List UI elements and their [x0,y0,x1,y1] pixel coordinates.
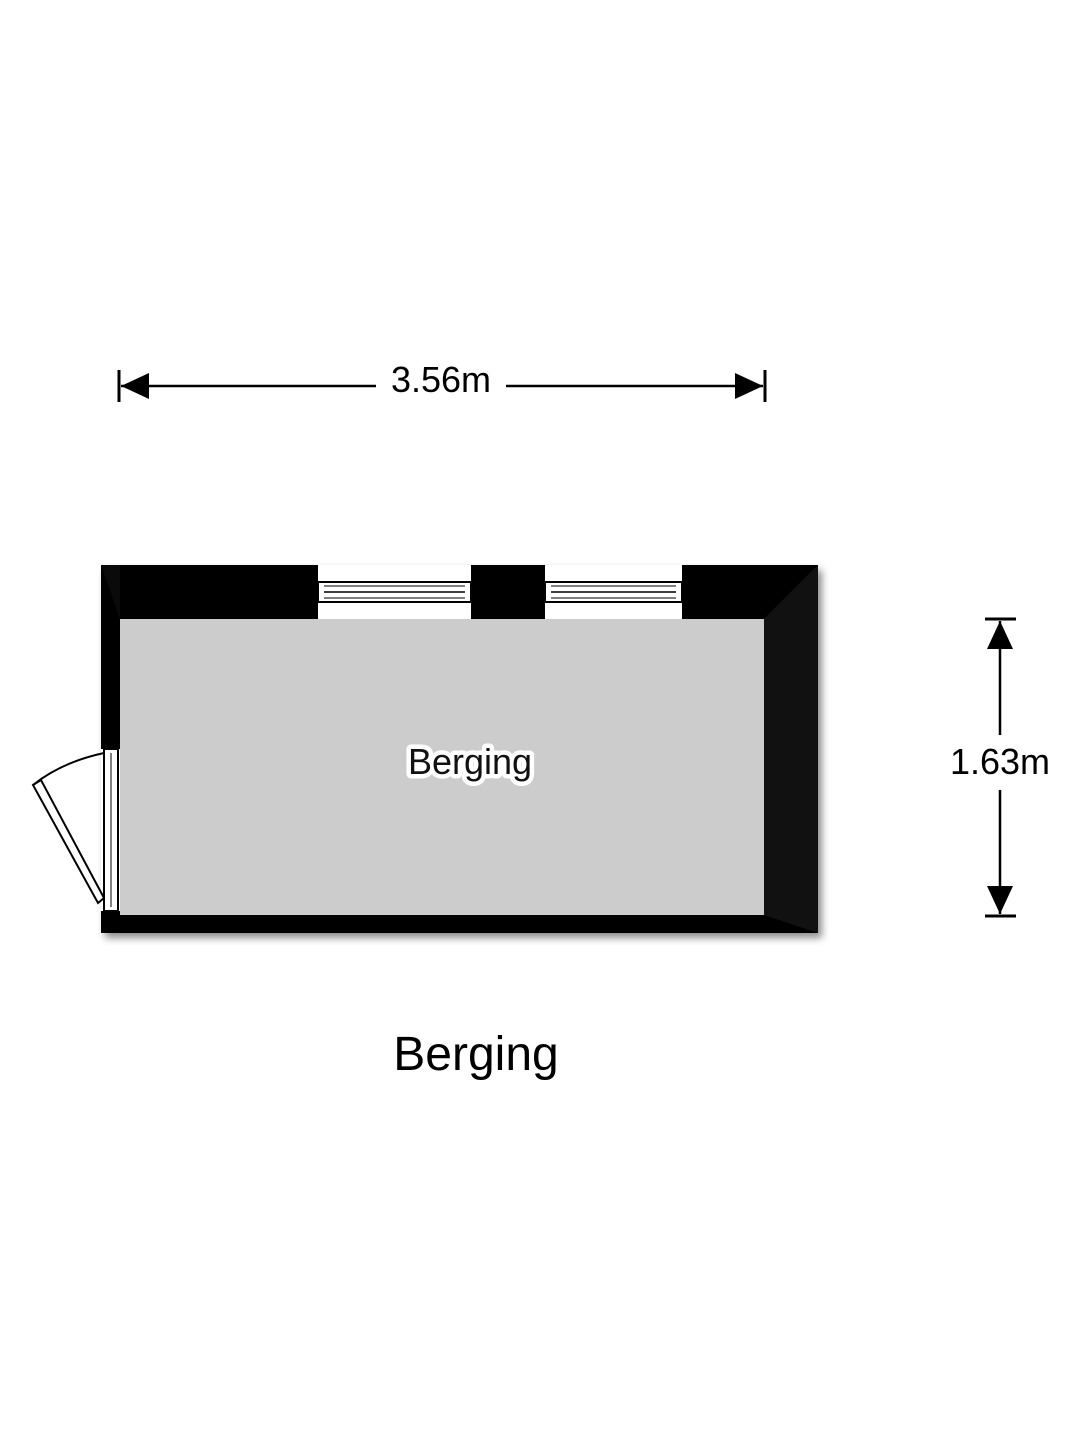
height-dimension-label: 1.63m [950,741,1050,782]
door-swing-arc [32,752,105,786]
room-floor [120,619,764,915]
width-dimension-label: 3.56m [391,359,491,400]
height-dimension: 1.63m [950,617,1050,918]
width-dim-arrow-right [735,373,763,399]
floorplan-caption: Berging [393,1028,558,1081]
room-label: Berging [408,741,532,782]
height-dim-arrow-bottom [987,886,1013,914]
door-leaf [31,778,106,905]
width-dimension: 3.56m [117,359,767,402]
wall-shade-right [764,565,818,933]
door-left [31,748,120,912]
window-left [317,565,472,619]
height-dim-arrow-top [987,621,1013,649]
window-right [544,565,683,619]
wall-shade-top-left [101,565,120,619]
room-berging: Berging [31,565,818,933]
width-dim-arrow-left [121,373,149,399]
